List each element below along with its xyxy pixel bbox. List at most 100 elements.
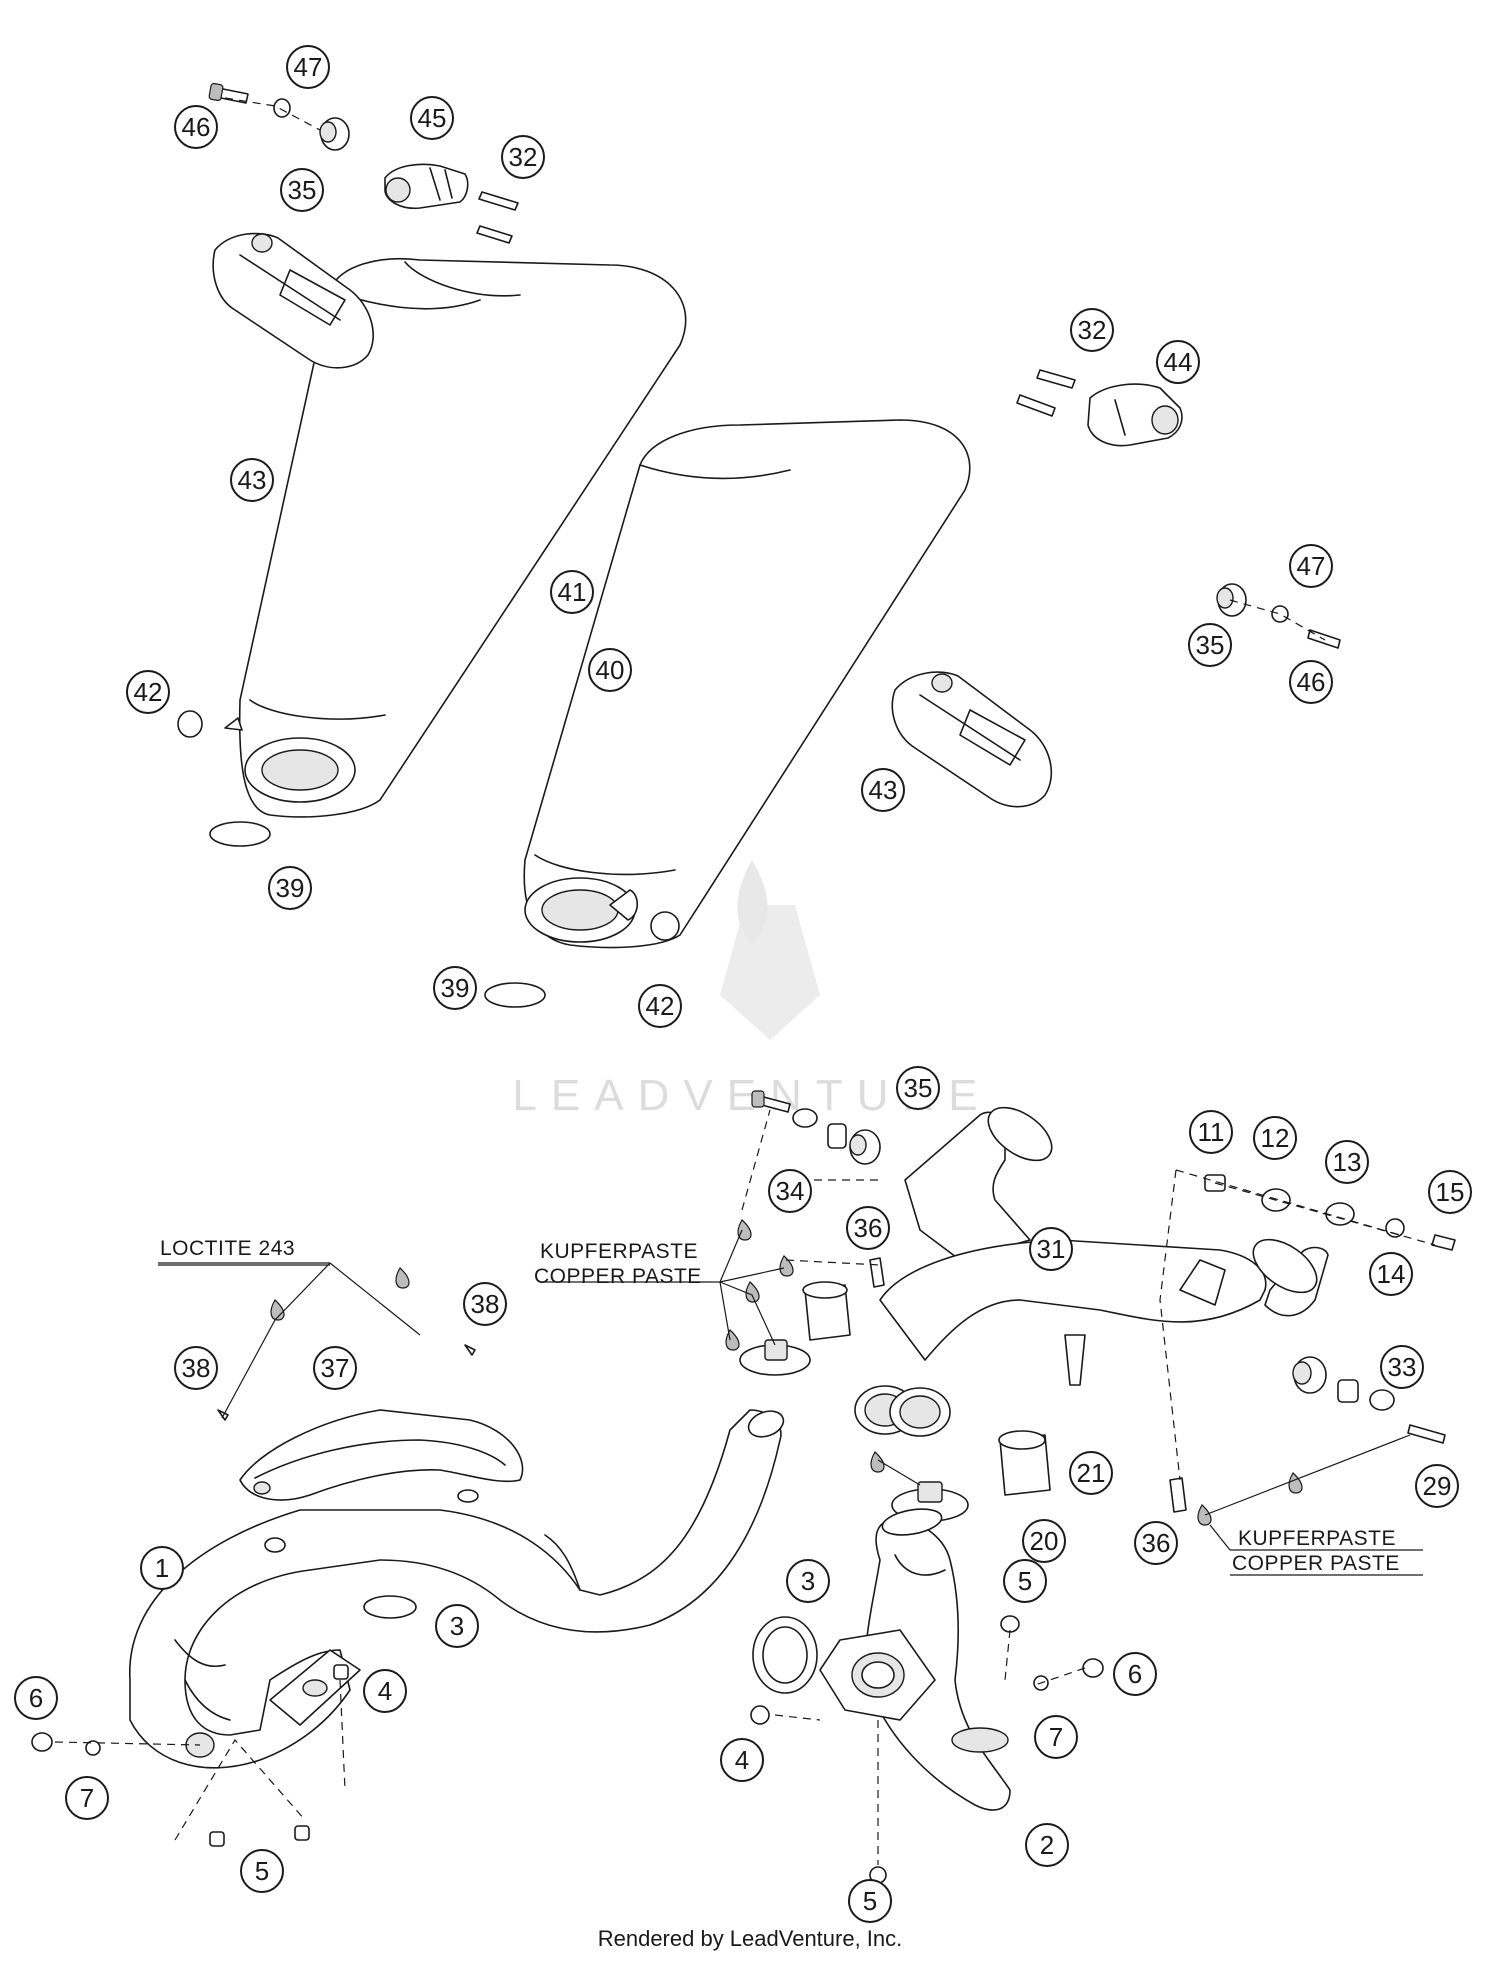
washer-manifold (792, 1108, 818, 1128)
callout: 11 (1189, 1110, 1233, 1154)
sleeve-21-upper (802, 1281, 851, 1341)
callout: 6 (14, 1676, 58, 1720)
callout-number: 21 (1077, 1458, 1106, 1488)
link-pipe-31 (854, 1106, 1329, 1437)
bolt-36-upper (869, 1257, 885, 1288)
callout: 4 (363, 1669, 407, 1713)
muffler-40 (523, 419, 971, 949)
copper-paste-note-en: COPPER PASTE (534, 1265, 702, 1288)
callout-number: 34 (776, 1176, 805, 1206)
heat-shield-37 (239, 1409, 524, 1501)
nut-6-right (1082, 1658, 1104, 1678)
callout-number: 5 (1018, 1566, 1032, 1596)
gasket-3-left (363, 1595, 417, 1619)
callout-number: 31 (1037, 1234, 1066, 1264)
callout: 15 (1428, 1170, 1472, 1214)
callout: 29 (1415, 1464, 1459, 1508)
callout-number: 45 (418, 103, 447, 133)
callout-number: 36 (1142, 1528, 1171, 1558)
callout-number: 32 (509, 142, 538, 172)
paste-drop (1197, 1504, 1212, 1526)
seal-ring-39-right (484, 982, 546, 1008)
nut-5-right-upper (1000, 1615, 1020, 1633)
header-pipe-2 (819, 1508, 1011, 1811)
muffler-41 (238, 257, 687, 818)
callout-number: 4 (735, 1745, 749, 1775)
callout-number: 44 (1164, 347, 1193, 377)
paste-drop (779, 1255, 794, 1277)
bolt-29 (1407, 1424, 1446, 1444)
callout-number: 46 (182, 112, 211, 142)
copper-paste-note-de-2: KUPFERPASTE (1238, 1527, 1396, 1550)
paste-drop (1288, 1472, 1303, 1494)
callout: 1 (140, 1546, 184, 1590)
screw-38-right (464, 1344, 476, 1356)
bolt-46-upper (208, 82, 249, 104)
loctite-drop (395, 1267, 410, 1289)
bolt-32-upper-a (478, 191, 519, 211)
loctite-drop (270, 1299, 285, 1321)
plug-42-left (177, 710, 203, 738)
callout: 40 (588, 648, 632, 692)
bushing-35-upper (319, 117, 350, 151)
washer-47-upper (273, 98, 291, 118)
callout-number: 11 (1198, 1117, 1225, 1147)
nut-4-left (333, 1664, 349, 1680)
callout-number: 43 (238, 465, 267, 495)
callout: 5 (240, 1849, 284, 1893)
callout-number: 35 (288, 175, 317, 205)
copper-paste-note-de: KUPFERPASTE (540, 1240, 698, 1263)
callout-number: 7 (80, 1783, 94, 1813)
callout-number: 46 (1297, 667, 1326, 697)
callout-number: 5 (863, 1886, 877, 1916)
paste-drop (870, 1451, 885, 1473)
callout: 33 (1380, 1345, 1424, 1389)
callout: 36 (1134, 1521, 1178, 1565)
callout: 4 (720, 1738, 764, 1782)
callout: 3 (786, 1559, 830, 1603)
callout: 13 (1325, 1140, 1369, 1184)
callout: 5 (1003, 1559, 1047, 1603)
callout: 35 (1188, 623, 1232, 667)
callout: 37 (313, 1346, 357, 1390)
callout: 12 (1253, 1116, 1297, 1160)
callout-number: 1 (155, 1553, 169, 1583)
bolt-36-lower (1169, 1477, 1187, 1513)
washer-7-left (85, 1740, 101, 1756)
callout-number: 47 (1297, 551, 1326, 581)
paste-drop (745, 1281, 760, 1303)
callout-number: 39 (441, 973, 470, 1003)
loctite-note: LOCTITE 243 (160, 1237, 295, 1260)
callout: 7 (65, 1776, 109, 1820)
callout: 47 (286, 45, 330, 89)
callout: 32 (1070, 308, 1114, 352)
callout-number: 38 (471, 1289, 500, 1319)
seal-ring-39-left (209, 821, 271, 847)
callout-number: 41 (558, 577, 587, 607)
clip-left (224, 717, 243, 731)
callout-number: 36 (854, 1213, 883, 1243)
nut-5-left-b (294, 1825, 310, 1841)
callout-number: 32 (1078, 315, 1107, 345)
bolt-32-upper-b (476, 225, 513, 244)
spacer-34 (827, 1123, 847, 1149)
callout-number: 43 (869, 775, 898, 805)
callout-number: 47 (294, 52, 323, 82)
callout: 43 (230, 458, 274, 502)
callout: 44 (1156, 340, 1200, 384)
callout-number: 6 (1128, 1659, 1142, 1689)
callout: 39 (268, 866, 312, 910)
callout: 41 (550, 570, 594, 614)
callout: 36 (846, 1206, 890, 1250)
callout: 42 (638, 984, 682, 1028)
callout: 47 (1289, 544, 1333, 588)
bracket-44 (1087, 383, 1183, 447)
bushing-33 (1292, 1356, 1395, 1411)
callout-number: 40 (596, 655, 625, 685)
nut-5-left-a (209, 1831, 225, 1847)
callout-number: 14 (1377, 1259, 1406, 1289)
callout: 38 (463, 1282, 507, 1326)
bolt-15 (1431, 1234, 1456, 1251)
callout: 46 (174, 105, 218, 149)
washer-47-right (1271, 605, 1289, 623)
